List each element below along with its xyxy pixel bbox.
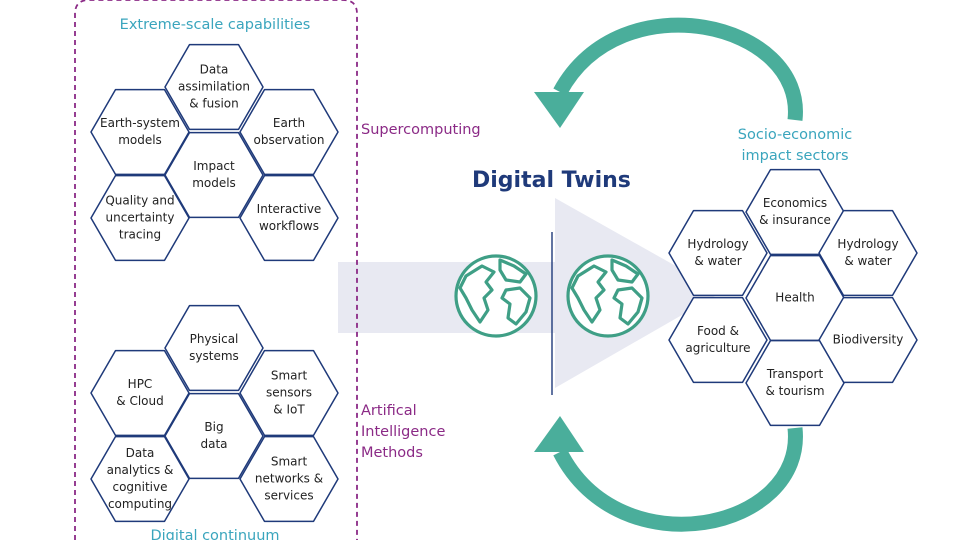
hex-label-earth-system-models: Earth-system models [92, 115, 188, 149]
hexagon-food [668, 296, 768, 384]
hex-label-line: uncertainty [105, 210, 175, 225]
hex-label-line: & IoT [273, 402, 305, 417]
hex-label-smart-networks: Smart networks & services [241, 454, 337, 505]
hexagon-smart-networks [239, 435, 339, 523]
hex-label-line: assimilation [178, 79, 250, 94]
socio-economic-title: Socio-economic impact sectors [700, 125, 890, 167]
hex-label-line: analytics & [106, 463, 174, 477]
hex-label-line: Earth [272, 116, 306, 130]
hex-label-line: tracing [118, 227, 162, 242]
hex-label-line: Hydrology [687, 237, 749, 251]
hex-label-line: computing [107, 497, 173, 511]
hex-label-line: Data [125, 446, 155, 460]
hex-label-line: Earth-system [100, 116, 180, 130]
hexagon-data-assimilation [164, 43, 264, 131]
hex-label-line: Quality and [105, 193, 175, 208]
hex-label-hydrology-right: Hydrology & water [820, 236, 916, 270]
hexagon-physical-systems [164, 304, 264, 392]
ai-methods-line: Artifical [361, 403, 417, 419]
hexagon-hydrology-right [818, 209, 918, 297]
hex-label-hpc-cloud: HPC & Cloud [92, 376, 188, 410]
hex-label-line: Food & [697, 324, 739, 338]
hexagon-hydrology-left [668, 209, 768, 297]
hex-label-data-analytics: Data analytics & cognitive computing [92, 445, 188, 513]
hex-label-line: Data [199, 62, 229, 77]
hex-label-line: data [200, 437, 228, 451]
hex-label-transport: Transport & tourism [747, 366, 843, 400]
hex-label-line: HPC [127, 377, 153, 391]
hex-label-line: Hydrology [837, 237, 899, 251]
hex-label-line: Economics [762, 196, 828, 210]
globe-icon [454, 254, 538, 338]
hex-label-line: Smart [270, 368, 308, 383]
hex-label-line: models [118, 133, 162, 147]
hex-label-line: & water [844, 254, 892, 268]
hexagon-big-data [164, 392, 264, 480]
cycle-arrow-icon [534, 416, 803, 532]
hex-label-line: Interactive [256, 202, 322, 216]
hex-label-physical-systems: Physical systems [166, 331, 262, 365]
hexagon-data-analytics [90, 435, 190, 523]
hex-label-health: Health [747, 290, 843, 307]
hexagon-interactive-workflows [239, 174, 339, 262]
globe-icon [566, 254, 650, 338]
digital-continuum-title: Digital continuum [150, 528, 280, 540]
hex-label-line: Health [775, 290, 815, 305]
hex-label-food: Food & agriculture [670, 323, 766, 357]
hex-label-economics: Economics & insurance [747, 195, 843, 229]
hex-label-hydrology-left: Hydrology & water [670, 236, 766, 270]
hex-label-line: Biodiversity [832, 332, 904, 347]
hex-label-line: services [264, 488, 314, 503]
hex-label-line: & water [694, 254, 742, 268]
hex-label-earth-observation: Earth observation [241, 115, 337, 149]
hexagon-earth-observation [239, 88, 339, 176]
hexagon-impact-models [164, 131, 264, 219]
hex-label-line: agriculture [685, 341, 751, 355]
hex-label-quality-uncertainty: Quality and uncertainty tracing [92, 193, 188, 244]
hex-label-line: & Cloud [116, 394, 164, 408]
ai-methods-label: Artifical Intelligence Methods [361, 401, 445, 464]
hex-label-data-assimilation: Data assimilation & fusion [166, 62, 262, 113]
hex-label-smart-sensors: Smart sensors & IoT [241, 368, 337, 419]
hex-label-line: sensors [265, 385, 313, 400]
hex-label-line: observation [253, 133, 325, 147]
socio-title-line: impact sectors [741, 148, 849, 164]
hex-label-line: cognitive [112, 480, 168, 494]
hex-label-line: systems [189, 349, 239, 363]
hex-label-line: Transport [766, 367, 824, 381]
hex-label-line: networks & [254, 471, 324, 486]
ai-methods-line: Methods [361, 445, 423, 461]
hex-label-line: Impact [193, 159, 235, 173]
hex-label-biodiversity: Biodiversity [820, 332, 916, 349]
cycle-arrow-icon [534, 17, 803, 128]
hex-label-line: models [192, 176, 236, 190]
hex-label-big-data: Big data [166, 419, 262, 453]
hex-label-line: & insurance [759, 213, 831, 227]
digital-twins-title: Digital Twins [472, 168, 631, 193]
hex-label-line: Physical [189, 332, 239, 346]
hexagon-transport [745, 339, 845, 427]
hex-label-line: & tourism [765, 384, 825, 398]
ai-methods-line: Intelligence [361, 424, 446, 440]
supercomputing-label: Supercomputing [361, 122, 481, 138]
hex-label-impact-models: Impact models [166, 158, 262, 192]
hex-label-line: & fusion [189, 96, 239, 111]
hex-label-interactive-workflows: Interactive workflows [241, 201, 337, 235]
socio-title-line: Socio-economic [737, 127, 853, 143]
hexagon-quality-uncertainty [90, 174, 190, 262]
hex-label-line: Big [204, 420, 224, 434]
dashed-frame [74, 0, 358, 540]
hexagon-smart-sensors [239, 349, 339, 437]
extreme-scale-title: Extreme-scale capabilities [119, 17, 311, 33]
hex-label-line: Smart [270, 454, 308, 469]
hex-label-line: workflows [258, 219, 319, 233]
